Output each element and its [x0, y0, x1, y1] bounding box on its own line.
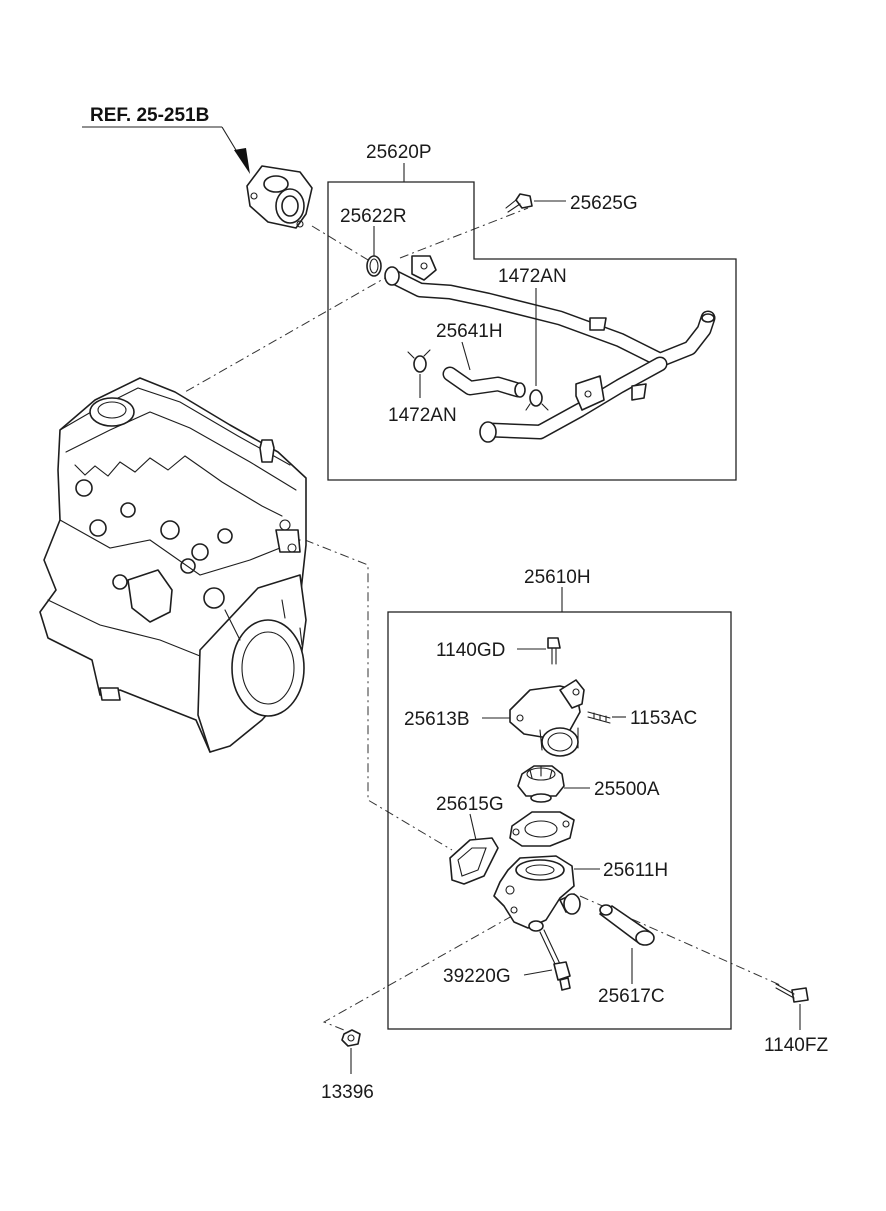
callout-1153ac[interactable]: 1153AC: [630, 708, 697, 729]
callout-25620p[interactable]: 25620P: [366, 142, 432, 163]
callout-25641h[interactable]: 25641H: [436, 321, 503, 342]
thermostat-housing-cover-icon: [509, 679, 585, 757]
thermostat-icon: [517, 765, 565, 803]
engine-block-icon: [39, 377, 307, 753]
gasket-icon: [509, 811, 575, 847]
stud-bolt-icon: [587, 711, 611, 724]
callout-39220g[interactable]: 39220G: [443, 966, 511, 987]
callout-25613b[interactable]: 25613B: [404, 709, 470, 730]
water-outlet-flange-icon: [246, 165, 313, 229]
reference-label[interactable]: REF. 25-251B: [90, 105, 209, 126]
callout-25615g[interactable]: 25615G: [436, 794, 504, 815]
callout-25611h[interactable]: 25611H: [603, 860, 668, 881]
bolt-icon: [547, 637, 561, 665]
callout-1140fz[interactable]: 1140FZ: [764, 1035, 828, 1056]
pipe-sleeve-icon: [599, 904, 655, 946]
housing-icon: [493, 855, 581, 932]
callout-25610h[interactable]: 25610H: [524, 567, 591, 588]
callout-25625g[interactable]: 25625G: [570, 193, 638, 214]
callout-1140gd[interactable]: 1140GD: [436, 640, 505, 661]
callout-25500a[interactable]: 25500A: [594, 779, 660, 800]
hose-icon: [442, 366, 526, 398]
callout-1472an-upper[interactable]: 1472AN: [498, 266, 567, 287]
clamp-icon: [525, 389, 549, 411]
bolt-icon: [505, 193, 533, 213]
arrow-icon: [234, 148, 250, 174]
group-box-25620p: [327, 181, 737, 481]
o-ring-icon: [366, 255, 382, 277]
nut-icon: [341, 1029, 361, 1047]
callout-1472an-lower[interactable]: 1472AN: [388, 405, 457, 426]
callout-25617c[interactable]: 25617C: [598, 986, 665, 1007]
dashed-leaders: [184, 207, 781, 1031]
sensor-icon: [539, 929, 571, 991]
group-box-25610h: [387, 611, 732, 1030]
bolt-icon: [775, 983, 809, 1003]
callout-13396[interactable]: 13396: [321, 1082, 374, 1103]
housing-gasket-icon: [449, 837, 499, 885]
callout-25622r[interactable]: 25622R: [340, 206, 407, 227]
reference-callout[interactable]: REF. 25-251B: [82, 105, 250, 174]
water-pipe-icon: [384, 255, 716, 443]
clamp-icon: [407, 349, 431, 373]
